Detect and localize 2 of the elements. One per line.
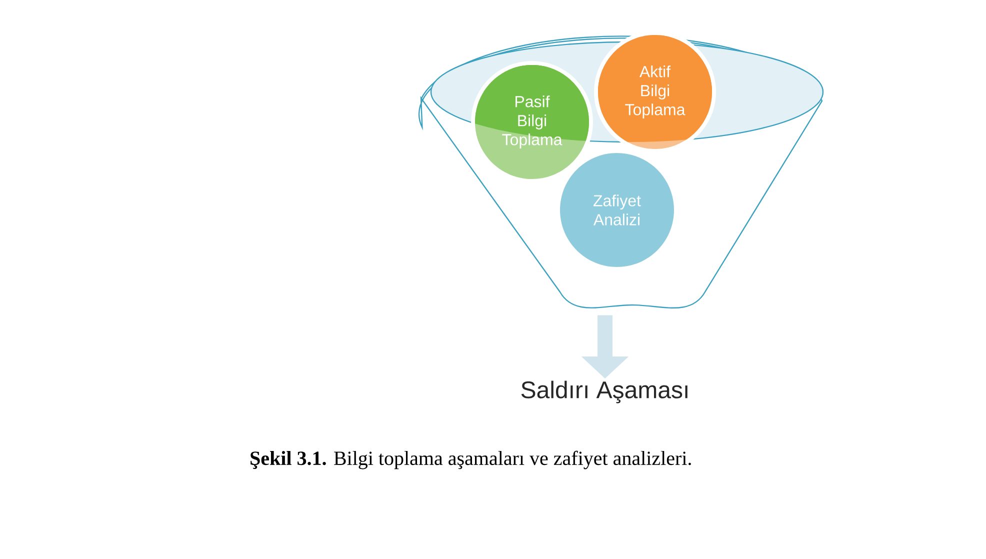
stage-label: Saldırı Aşaması — [521, 380, 688, 404]
caption: Şekil 3.1. Bilgi toplama aşamaları ve zafiyet analizleri. — [250, 450, 691, 470]
